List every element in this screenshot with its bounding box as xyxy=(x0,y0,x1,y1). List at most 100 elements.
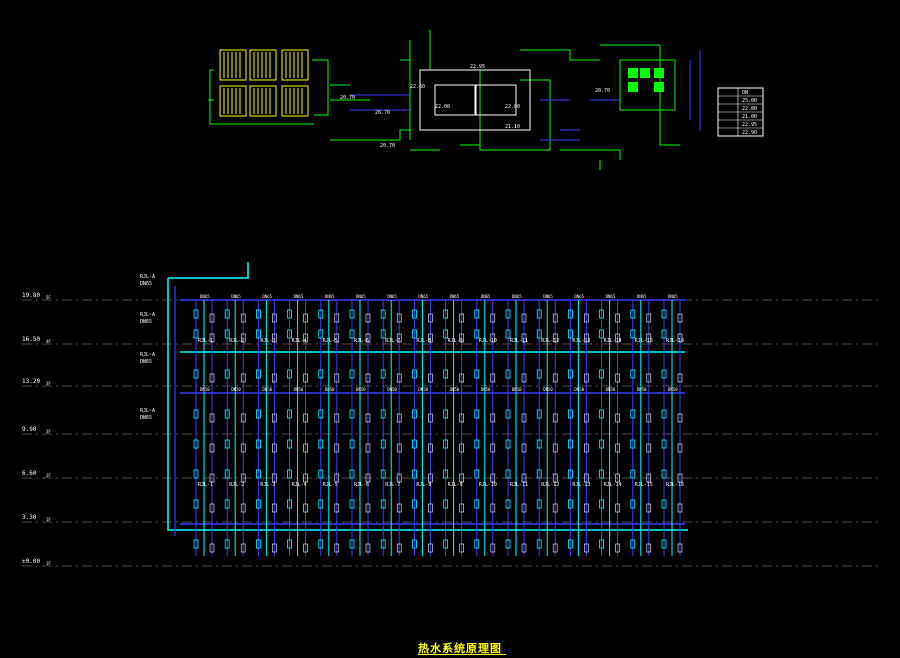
fixture-icon xyxy=(334,413,340,423)
fixture-icon xyxy=(303,413,308,423)
legend-row-value: 22.95 xyxy=(742,122,757,128)
fixture-icon xyxy=(490,413,496,423)
fixture-icon xyxy=(240,543,246,553)
fixture-icon xyxy=(459,333,464,343)
fixture-icon xyxy=(396,443,402,453)
fixture-icon xyxy=(209,503,215,513)
fixture-icon xyxy=(615,313,620,323)
riser-label-bottom: RJL-10 xyxy=(479,482,497,488)
valve-icon xyxy=(380,409,386,419)
fixture-icon xyxy=(584,503,589,513)
fixture-icon xyxy=(303,443,308,453)
plant-elevation: 22.95 xyxy=(470,64,485,70)
fixture-icon xyxy=(490,373,496,383)
valve-icon xyxy=(255,469,261,479)
valve-icon xyxy=(349,469,355,479)
valve-icon xyxy=(318,409,324,419)
valve-icon xyxy=(193,309,199,319)
floor-elevation: 3.30 xyxy=(22,514,37,521)
solar-collector-icon xyxy=(219,49,309,117)
valve-icon xyxy=(287,539,293,549)
pipe-size-label: DN65 xyxy=(637,294,647,299)
main-pipe-size: DN65 xyxy=(140,319,152,325)
riser-label-bottom: RJL-16 xyxy=(666,482,684,488)
valve-icon xyxy=(505,539,511,549)
fixture-icon xyxy=(303,473,308,483)
fixture-icon xyxy=(521,333,527,343)
pipe-size-label: DN65 xyxy=(512,294,522,299)
fixture-icon xyxy=(521,443,527,453)
fixture-icon xyxy=(365,473,371,483)
fixture-icon xyxy=(365,313,371,323)
riser-label-top: RJL-12 xyxy=(541,338,559,344)
fixture-icon xyxy=(209,543,215,553)
valve-icon xyxy=(287,329,293,339)
valve-icon xyxy=(630,539,636,549)
fixture-icon xyxy=(428,473,433,483)
pipe-size-label: DN65 xyxy=(356,294,366,299)
fixture-icon xyxy=(615,413,620,423)
fixture-icon xyxy=(303,503,308,513)
fixture-icon xyxy=(584,543,589,553)
valve-icon xyxy=(599,539,604,549)
fixture-icon xyxy=(584,473,589,483)
fixture-icon xyxy=(552,473,558,483)
riser-label-bottom: RJL-5 xyxy=(323,482,338,488)
valve-icon xyxy=(568,309,573,319)
valve-icon xyxy=(661,439,667,449)
valve-icon xyxy=(568,329,573,339)
fixture-icon xyxy=(240,413,246,423)
valve-icon xyxy=(287,369,293,379)
floor-tag: 2F xyxy=(46,473,51,478)
riser-label-top: RJL-1 xyxy=(198,338,213,344)
fixture-icon xyxy=(272,473,277,483)
pipe-size-label: DN50 xyxy=(606,387,616,392)
valve-icon xyxy=(661,329,667,339)
floor-elevation: 19.80 xyxy=(22,292,40,299)
fixture-icon xyxy=(428,333,433,343)
fixture-icon xyxy=(615,543,620,553)
valve-icon xyxy=(536,369,542,379)
valve-icon xyxy=(318,539,324,549)
riser-label-bottom: RJL-4 xyxy=(292,482,307,488)
fixture-icon xyxy=(334,543,340,553)
fixture-icon xyxy=(521,503,527,513)
fixture-icon xyxy=(334,473,340,483)
valve-icon xyxy=(287,309,293,319)
riser-label-top: RJL-3 xyxy=(260,338,275,344)
valve-icon xyxy=(505,409,511,419)
plant-elevation: 21.10 xyxy=(505,124,520,130)
fixture-icon xyxy=(584,413,589,423)
valve-icon xyxy=(318,469,324,479)
pipe-size-label: DN65 xyxy=(294,294,304,299)
valve-icon xyxy=(349,409,355,419)
fixture-icon xyxy=(365,503,371,513)
pipe-size-label: DN50 xyxy=(262,387,272,392)
fixture-icon xyxy=(584,443,589,453)
valve-icon xyxy=(474,369,480,379)
fixture-icon xyxy=(677,313,683,323)
valve-icon xyxy=(474,469,480,479)
fixture-icon xyxy=(428,413,433,423)
valve-icon xyxy=(193,329,199,339)
riser-label-top: RJL-9 xyxy=(448,338,463,344)
valve-icon xyxy=(443,439,449,449)
fixture-icon xyxy=(521,473,527,483)
valve-icon xyxy=(474,439,480,449)
valve-icon xyxy=(287,409,293,419)
floor-elevation: 6.60 xyxy=(22,470,37,477)
valve-icon xyxy=(443,309,449,319)
fixture-icon xyxy=(303,373,308,383)
valve-icon xyxy=(443,469,449,479)
fixture-icon xyxy=(334,373,340,383)
fixture-icon xyxy=(615,373,620,383)
fixture-icon xyxy=(209,473,215,483)
riser-group: RJL-1RJL-1DN65DN50RJL-2RJL-2DN65DN50RJL-… xyxy=(193,294,684,556)
valve-icon xyxy=(568,409,573,419)
valve-icon xyxy=(224,469,230,479)
fixture-icon xyxy=(552,503,558,513)
